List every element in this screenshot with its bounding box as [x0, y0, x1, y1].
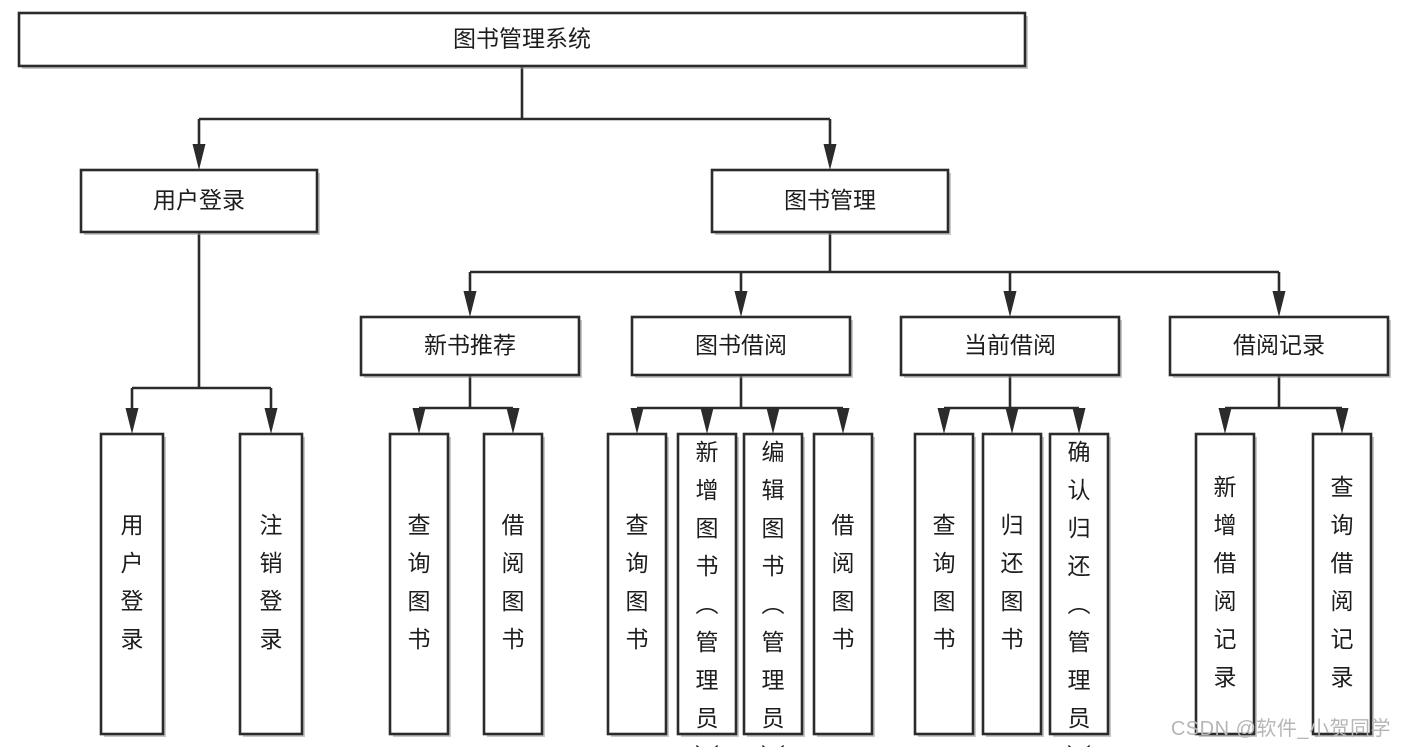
- node-leaf-user-logout[interactable]: 注销登录: [238, 432, 305, 737]
- node-current-borrow[interactable]: 当前借阅: [899, 315, 1122, 378]
- node-leaf-borrow-book-1[interactable]: 借阅图书: [482, 432, 545, 737]
- connector-book-borrow-arrow-3: [836, 408, 850, 434]
- connector-borrow-record-arrow-0: [1218, 408, 1232, 434]
- node-label: 查询图书: [626, 512, 649, 652]
- node-label: 新增借阅记录: [1214, 474, 1237, 690]
- node-label: 注销登录: [260, 512, 283, 652]
- node-label: 图书管理系统: [453, 26, 591, 52]
- node-book-management[interactable]: 图书管理: [710, 168, 951, 235]
- connector-new-book-recommend-arrow-1: [506, 408, 520, 434]
- node-label: 借阅图书: [502, 512, 525, 652]
- connector-current-borrow-arrow-0: [937, 408, 951, 434]
- node-book-borrow[interactable]: 图书借阅: [630, 315, 853, 378]
- connector-new-book-recommend-arrow-0: [412, 408, 426, 434]
- node-leaf-query-book-1[interactable]: 查询图书: [388, 432, 451, 737]
- node-label: 查询借阅记录: [1331, 474, 1354, 690]
- watermark-text: CSDN @软件_小贺同学: [1170, 718, 1391, 740]
- node-user-login[interactable]: 用户登录: [79, 168, 320, 235]
- node-leaf-return-book[interactable]: 归还图书: [981, 432, 1044, 737]
- connector-book-borrow-arrow-1: [700, 408, 714, 434]
- node-label: 图书借阅: [695, 332, 787, 358]
- node-leaf-user-login[interactable]: 用户登录: [99, 432, 166, 737]
- node-label: 图书管理: [784, 187, 876, 213]
- connector-current-borrow-arrow-1: [1005, 408, 1019, 434]
- connector-book-management-arrow-3: [1272, 291, 1286, 317]
- node-label: 用户登录: [121, 512, 144, 652]
- node-label: 查询图书: [408, 512, 431, 652]
- node-label: 编辑图书︵管理员︶: [762, 439, 785, 747]
- node-label: 借阅图书: [832, 512, 855, 652]
- node-borrow-record[interactable]: 借阅记录: [1168, 315, 1391, 378]
- node-leaf-borrow-book-2[interactable]: 借阅图书: [812, 432, 875, 737]
- connector-book-management-arrow-2: [1003, 291, 1017, 317]
- node-leaf-confirm-return[interactable]: 确认归还︵管理员︶: [1048, 432, 1111, 747]
- node-label: 当前借阅: [964, 332, 1056, 358]
- node-root[interactable]: 图书管理系统: [17, 11, 1028, 69]
- node-label: 用户登录: [153, 187, 245, 213]
- connector-book-management-arrow-0: [463, 291, 477, 317]
- connector-layer: [125, 66, 1349, 434]
- connector-root-arrow-0: [192, 144, 206, 170]
- node-label: 归还图书: [1001, 512, 1024, 652]
- connector-current-borrow-arrow-2: [1072, 408, 1086, 434]
- node-leaf-edit-book[interactable]: 编辑图书︵管理员︶: [742, 432, 805, 747]
- node-label: 新书推荐: [424, 332, 516, 358]
- connector-borrow-record-arrow-1: [1335, 408, 1349, 434]
- node-leaf-query-record[interactable]: 查询借阅记录: [1311, 432, 1374, 737]
- node-new-book-recommend[interactable]: 新书推荐: [359, 315, 582, 378]
- node-leaf-add-book[interactable]: 新增图书︵管理员︶: [676, 432, 739, 747]
- node-label: 新增图书︵管理员︶: [696, 439, 719, 747]
- connector-book-management-arrow-1: [734, 291, 748, 317]
- node-leaf-query-book-3[interactable]: 查询图书: [913, 432, 976, 737]
- node-leaf-query-book-2[interactable]: 查询图书: [606, 432, 669, 737]
- node-leaf-add-record[interactable]: 新增借阅记录: [1194, 432, 1257, 737]
- connector-user-login-arrow-1: [264, 408, 278, 434]
- node-label: 查询图书: [933, 512, 956, 652]
- node-label: 确认归还︵管理员︶: [1068, 439, 1091, 747]
- node-layer: 图书管理系统用户登录图书管理新书推荐图书借阅当前借阅借阅记录用户登录注销登录查询…: [17, 11, 1391, 747]
- connector-user-login-arrow-0: [125, 408, 139, 434]
- connector-book-borrow-arrow-2: [766, 408, 780, 434]
- node-label: 借阅记录: [1233, 332, 1325, 358]
- connector-book-borrow-arrow-0: [630, 408, 644, 434]
- connector-root-arrow-1: [823, 144, 837, 170]
